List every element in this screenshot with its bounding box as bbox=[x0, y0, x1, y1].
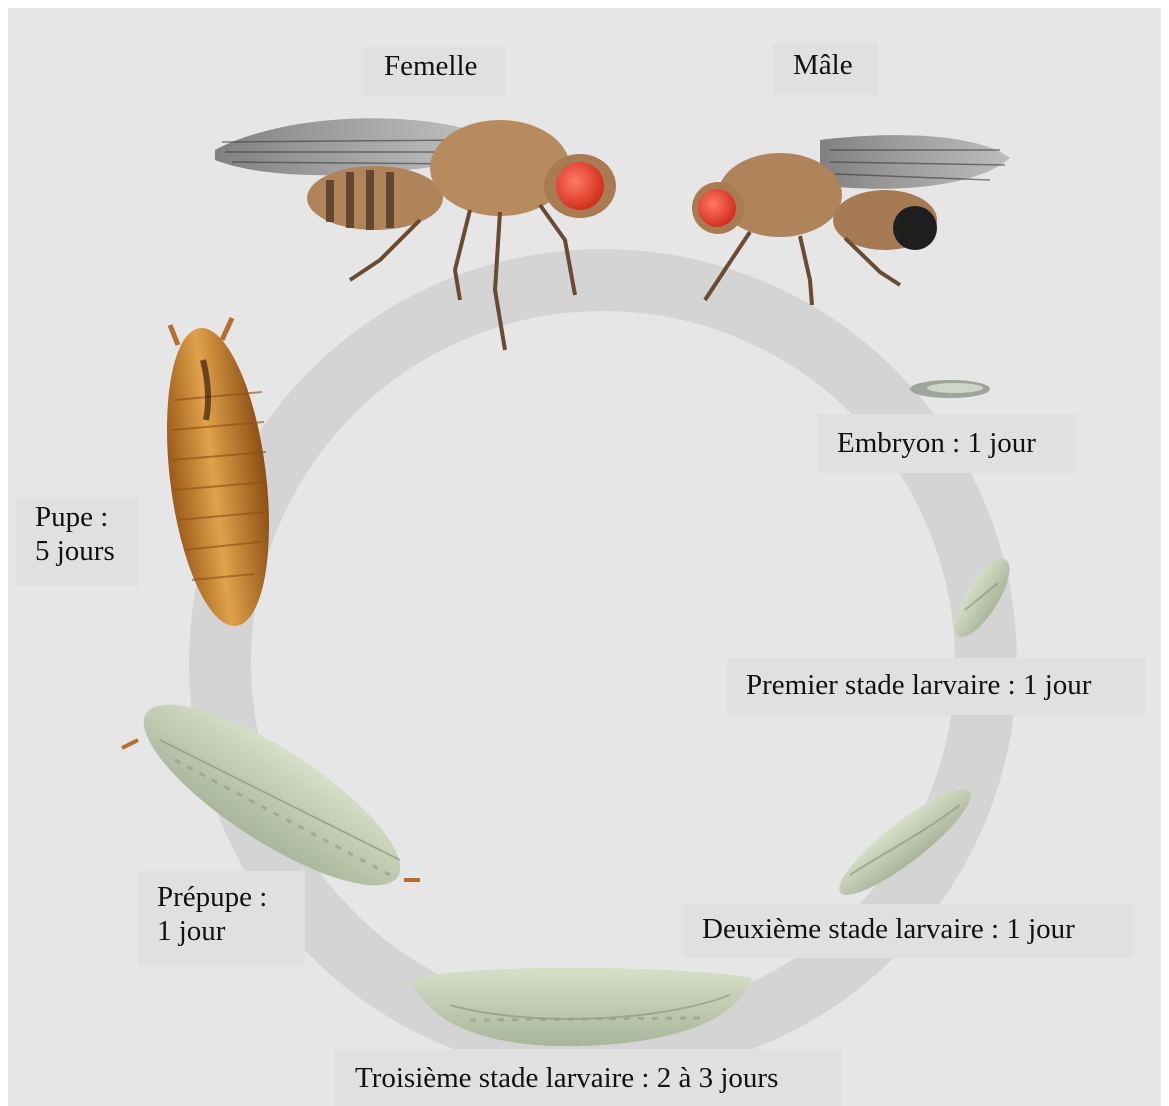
pupa-icon bbox=[152, 318, 284, 632]
label-pupa-line-2: 5 jours bbox=[35, 534, 139, 568]
label-third-instar-text: Troisième stade larvaire : 2 à 3 jours bbox=[355, 1061, 841, 1095]
label-embryo: Embryon : 1 jour bbox=[817, 414, 1076, 473]
label-male-text: Mâle bbox=[793, 48, 878, 82]
label-pupa: Pupe : 5 jours bbox=[16, 497, 139, 586]
label-prepupa-line-2: 1 jour bbox=[157, 914, 305, 948]
label-male: Mâle bbox=[773, 43, 878, 95]
label-pupa-line-1: Pupe : bbox=[35, 500, 139, 534]
label-first-instar: Premier stade larvaire : 1 jour bbox=[727, 658, 1146, 715]
label-first-instar-text: Premier stade larvaire : 1 jour bbox=[746, 668, 1146, 702]
embryo-icon bbox=[910, 380, 990, 398]
label-second-instar: Deuxième stade larvaire : 1 jour bbox=[683, 904, 1133, 958]
label-female-text: Femelle bbox=[384, 49, 505, 83]
label-third-instar: Troisième stade larvaire : 2 à 3 jours bbox=[335, 1049, 841, 1106]
label-second-instar-text: Deuxième stade larvaire : 1 jour bbox=[702, 912, 1133, 946]
label-female: Femelle bbox=[363, 47, 505, 96]
label-embryo-text: Embryon : 1 jour bbox=[837, 426, 1076, 460]
label-prepupa-line-1: Prépupe : bbox=[157, 880, 305, 914]
label-prepupa: Prépupe : 1 jour bbox=[138, 871, 305, 965]
